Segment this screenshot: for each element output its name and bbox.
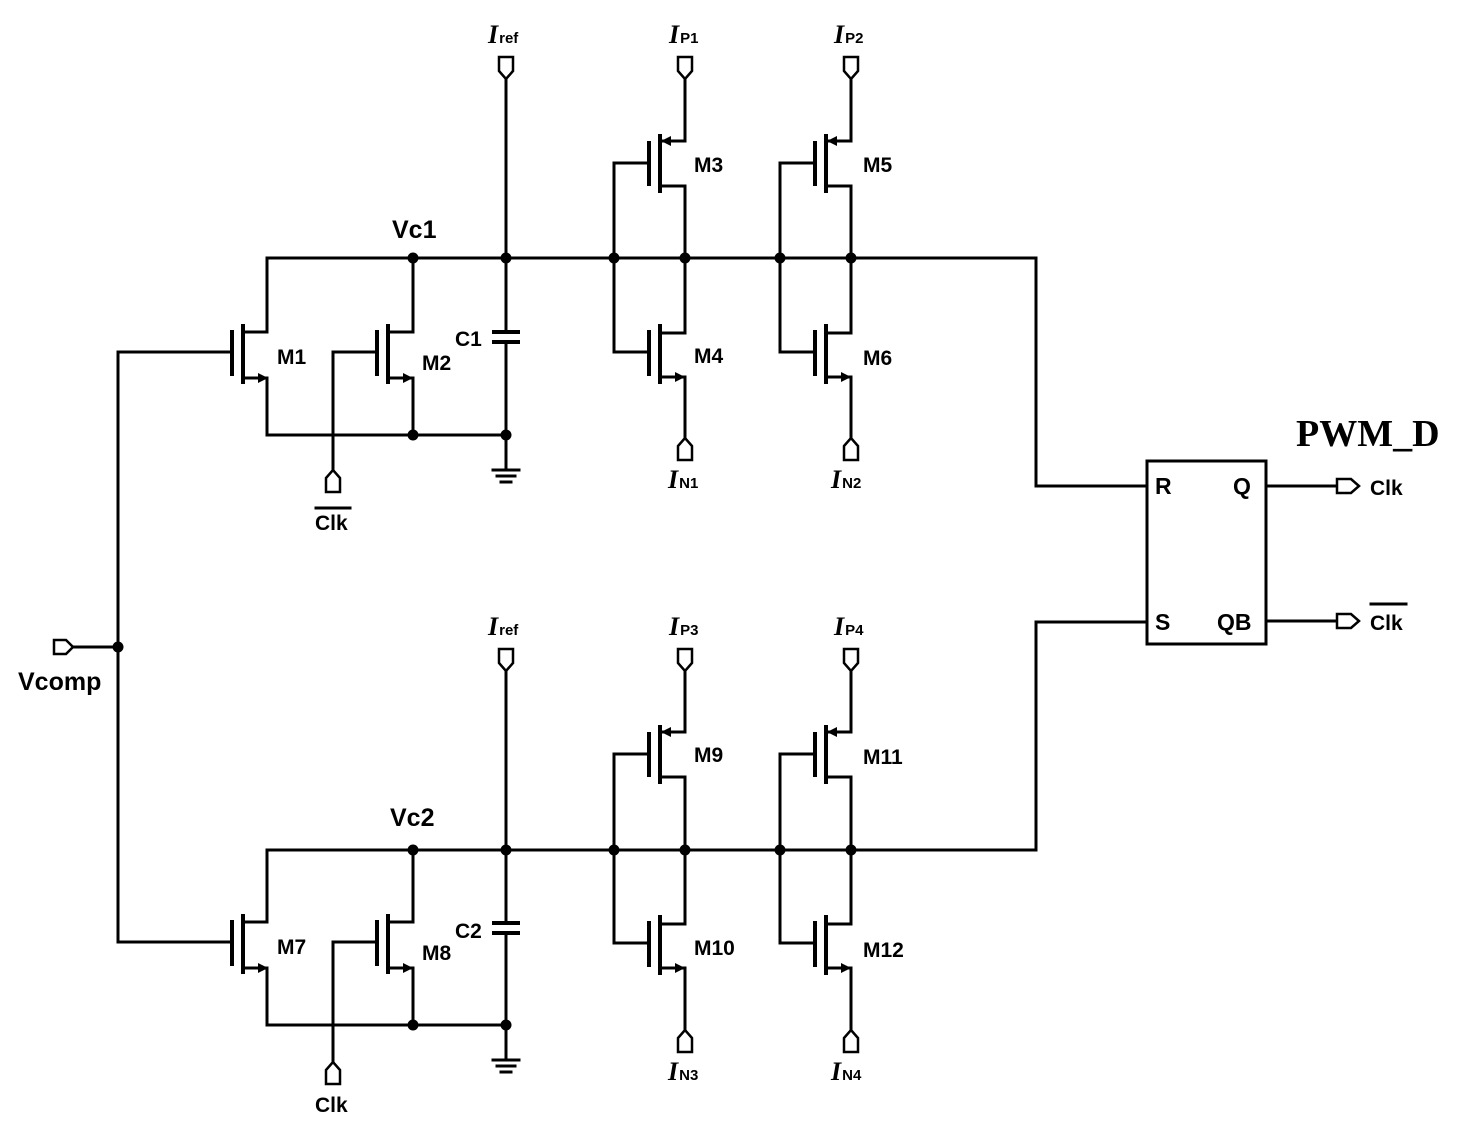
ip4-label: IP4 [833, 612, 864, 641]
in2-pin [842, 436, 860, 462]
m5-label: M5 [863, 154, 892, 177]
in2-label: IN2 [830, 465, 861, 494]
vc2-label: Vc2 [390, 804, 434, 832]
ip4-pin [842, 647, 860, 673]
ip1-pin [676, 55, 694, 81]
vcomp-label: Vcomp [18, 668, 101, 696]
diagram-title: PWM_D [1296, 413, 1440, 455]
ff-s-label: S [1155, 609, 1170, 635]
clk-pin-m8 [324, 1060, 342, 1086]
in3-pin [676, 1028, 694, 1054]
m12-label: M12 [863, 939, 904, 962]
clk-bar-label-m2: Clk [315, 512, 348, 535]
q-output-label: Clk [1370, 477, 1403, 500]
in4-pin [842, 1028, 860, 1054]
m2-label: M2 [422, 352, 451, 375]
ip2-label: IP2 [833, 20, 863, 49]
ip3-label: IP3 [668, 612, 698, 641]
m11-label: M11 [863, 746, 903, 769]
m6-label: M6 [863, 347, 892, 370]
m4-label: M4 [694, 345, 723, 368]
vc1-label: Vc1 [392, 216, 437, 244]
c1-label: C1 [455, 328, 482, 351]
iref-top-label: Iref [487, 20, 519, 49]
clk-label-m8: Clk [315, 1094, 348, 1117]
qb-output-pin [1335, 612, 1361, 630]
ff-r-label: R [1155, 473, 1172, 499]
iref-bottom-pin [497, 647, 515, 673]
ff-q-label: Q [1233, 473, 1251, 499]
in4-label: IN4 [830, 1057, 862, 1086]
iref-bottom-label: Iref [487, 612, 519, 641]
q-output-pin [1335, 477, 1361, 495]
bottom-ramp-stage: M7 Vc2 M8 Clk C2 Iref [116, 612, 1149, 1117]
sr-flipflop: R S Q QB Clk Clk [1145, 459, 1408, 646]
in1-label: IN1 [667, 465, 698, 494]
m1-label: M1 [277, 346, 306, 369]
ip3-pin [676, 647, 694, 673]
vcomp-input-pin [52, 638, 75, 656]
ip2-pin [842, 55, 860, 81]
qb-output-label: Clk [1370, 612, 1403, 635]
clk-bar-pin-m2 [324, 468, 342, 494]
ff-qb-label: QB [1217, 609, 1252, 635]
m8-label: M8 [422, 942, 451, 965]
m7-label: M7 [277, 936, 306, 959]
m3-label: M3 [694, 154, 723, 177]
m10-label: M10 [694, 937, 735, 960]
m9-label: M9 [694, 744, 723, 767]
iref-top-pin [497, 55, 515, 81]
top-ramp-stage: M1 Vc1 M2 Clk C1 Iref [116, 20, 1149, 535]
in1-pin [676, 436, 694, 462]
ip1-label: IP1 [668, 20, 698, 49]
in3-label: IN3 [667, 1057, 698, 1086]
c2-label: C2 [455, 920, 482, 943]
